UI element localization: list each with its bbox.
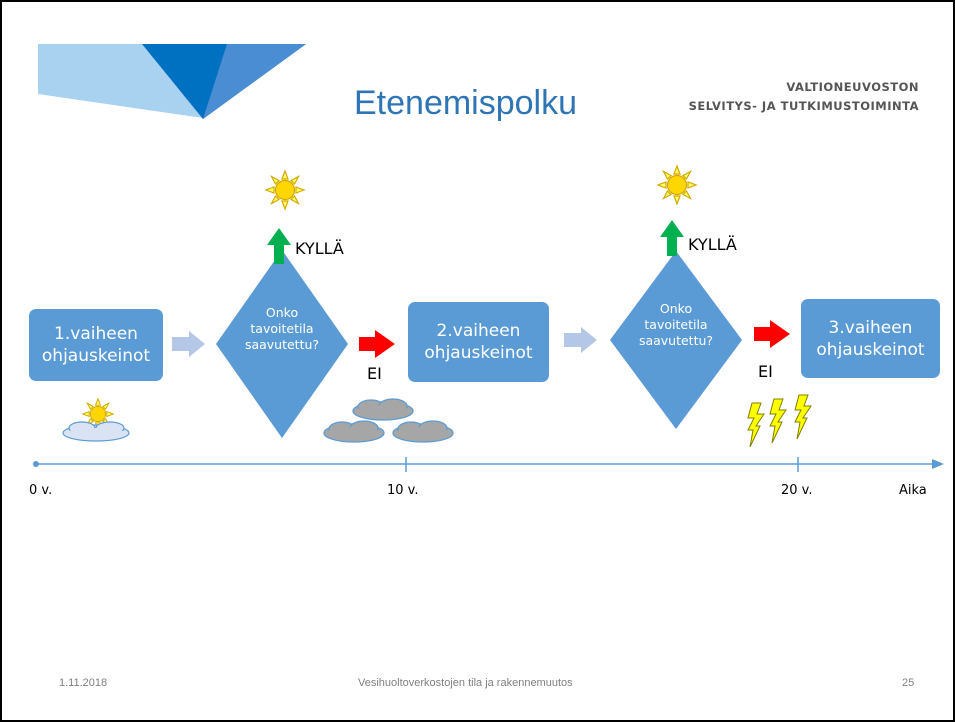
decision-text-1-line3: saavutettu? bbox=[244, 337, 320, 352]
tick-label-0: 0 v. bbox=[29, 483, 53, 498]
org-name: VALTIONEUVOSTON SELVITYS- JA TUTKIMUSTOI… bbox=[689, 78, 919, 116]
no-label-1: EI bbox=[367, 364, 382, 383]
page-number: 25 bbox=[902, 677, 915, 689]
step-box-2-line2: ohjauskeinot bbox=[424, 343, 533, 363]
decision-diamond-1 bbox=[216, 250, 348, 438]
no-arrow-1 bbox=[359, 330, 395, 358]
yes-label-1: KYLLÄ bbox=[295, 239, 344, 258]
decision-text-2-line2: tavoitetila bbox=[644, 317, 708, 332]
decision-text-1-line1: Onko bbox=[265, 305, 299, 320]
step-box-3-line2: ohjauskeinot bbox=[816, 339, 925, 360]
sun-icon bbox=[265, 170, 305, 210]
lightning-icon bbox=[747, 402, 765, 448]
org-name-line1: VALTIONEUVOSTON bbox=[786, 80, 919, 94]
step-box-1-line2: ohjauskeinot bbox=[41, 346, 151, 366]
sun-icon bbox=[657, 165, 697, 205]
yes-arrow-1 bbox=[267, 228, 291, 264]
cloud-icon bbox=[392, 420, 454, 443]
decision-text-2: Onko tavoitetila saavutettu? bbox=[621, 301, 731, 349]
tick-label-20: 20 v. bbox=[781, 483, 813, 498]
cloud-icon bbox=[352, 398, 414, 421]
footer-subject: Vesihuoltoverkostojen tila ja rakennemuu… bbox=[358, 677, 573, 689]
yes-arrow-2 bbox=[660, 220, 684, 256]
step-box-1-line1: 1.vaiheen bbox=[54, 324, 138, 344]
decision-diamond-2 bbox=[610, 251, 742, 429]
step-box-2-line1: 2.vaiheen bbox=[436, 321, 521, 341]
step-box-3-line1: 3.vaiheen bbox=[828, 317, 913, 338]
decision-text-1-line2: tavoitetila bbox=[250, 321, 314, 336]
org-name-line2: SELVITYS- JA TUTKIMUSTOIMINTA bbox=[688, 99, 919, 113]
decision-text-1: Onko tavoitetila saavutettu? bbox=[227, 305, 337, 353]
flow-arrow-1 bbox=[172, 331, 205, 357]
no-arrow-2 bbox=[754, 320, 790, 348]
flow-arrow-2 bbox=[564, 327, 597, 353]
timeline-start-dot bbox=[33, 461, 39, 467]
lightning-icon bbox=[794, 394, 812, 440]
step-box-2: 2.vaiheen ohjauskeinot bbox=[408, 302, 549, 382]
cloud-icon bbox=[323, 420, 385, 443]
yes-label-2: KYLLÄ bbox=[688, 235, 737, 254]
lightning-icon bbox=[769, 398, 787, 444]
tick-label-10: 10 v. bbox=[387, 483, 419, 498]
footer-date: 1.11.2018 bbox=[59, 677, 108, 689]
partly-cloudy-cloud bbox=[62, 421, 130, 442]
timeline-arrowhead bbox=[932, 459, 944, 469]
axis-label: Aika bbox=[899, 483, 927, 498]
step-box-3: 3.vaiheen ohjauskeinot bbox=[801, 299, 940, 378]
decision-text-2-line3: saavutettu? bbox=[638, 333, 714, 348]
step-box-1: 1.vaiheen ohjauskeinot bbox=[29, 309, 163, 381]
decision-text-2-line1: Onko bbox=[659, 301, 693, 316]
page-title: Etenemispolku bbox=[354, 84, 578, 122]
no-label-2: EI bbox=[758, 362, 773, 381]
